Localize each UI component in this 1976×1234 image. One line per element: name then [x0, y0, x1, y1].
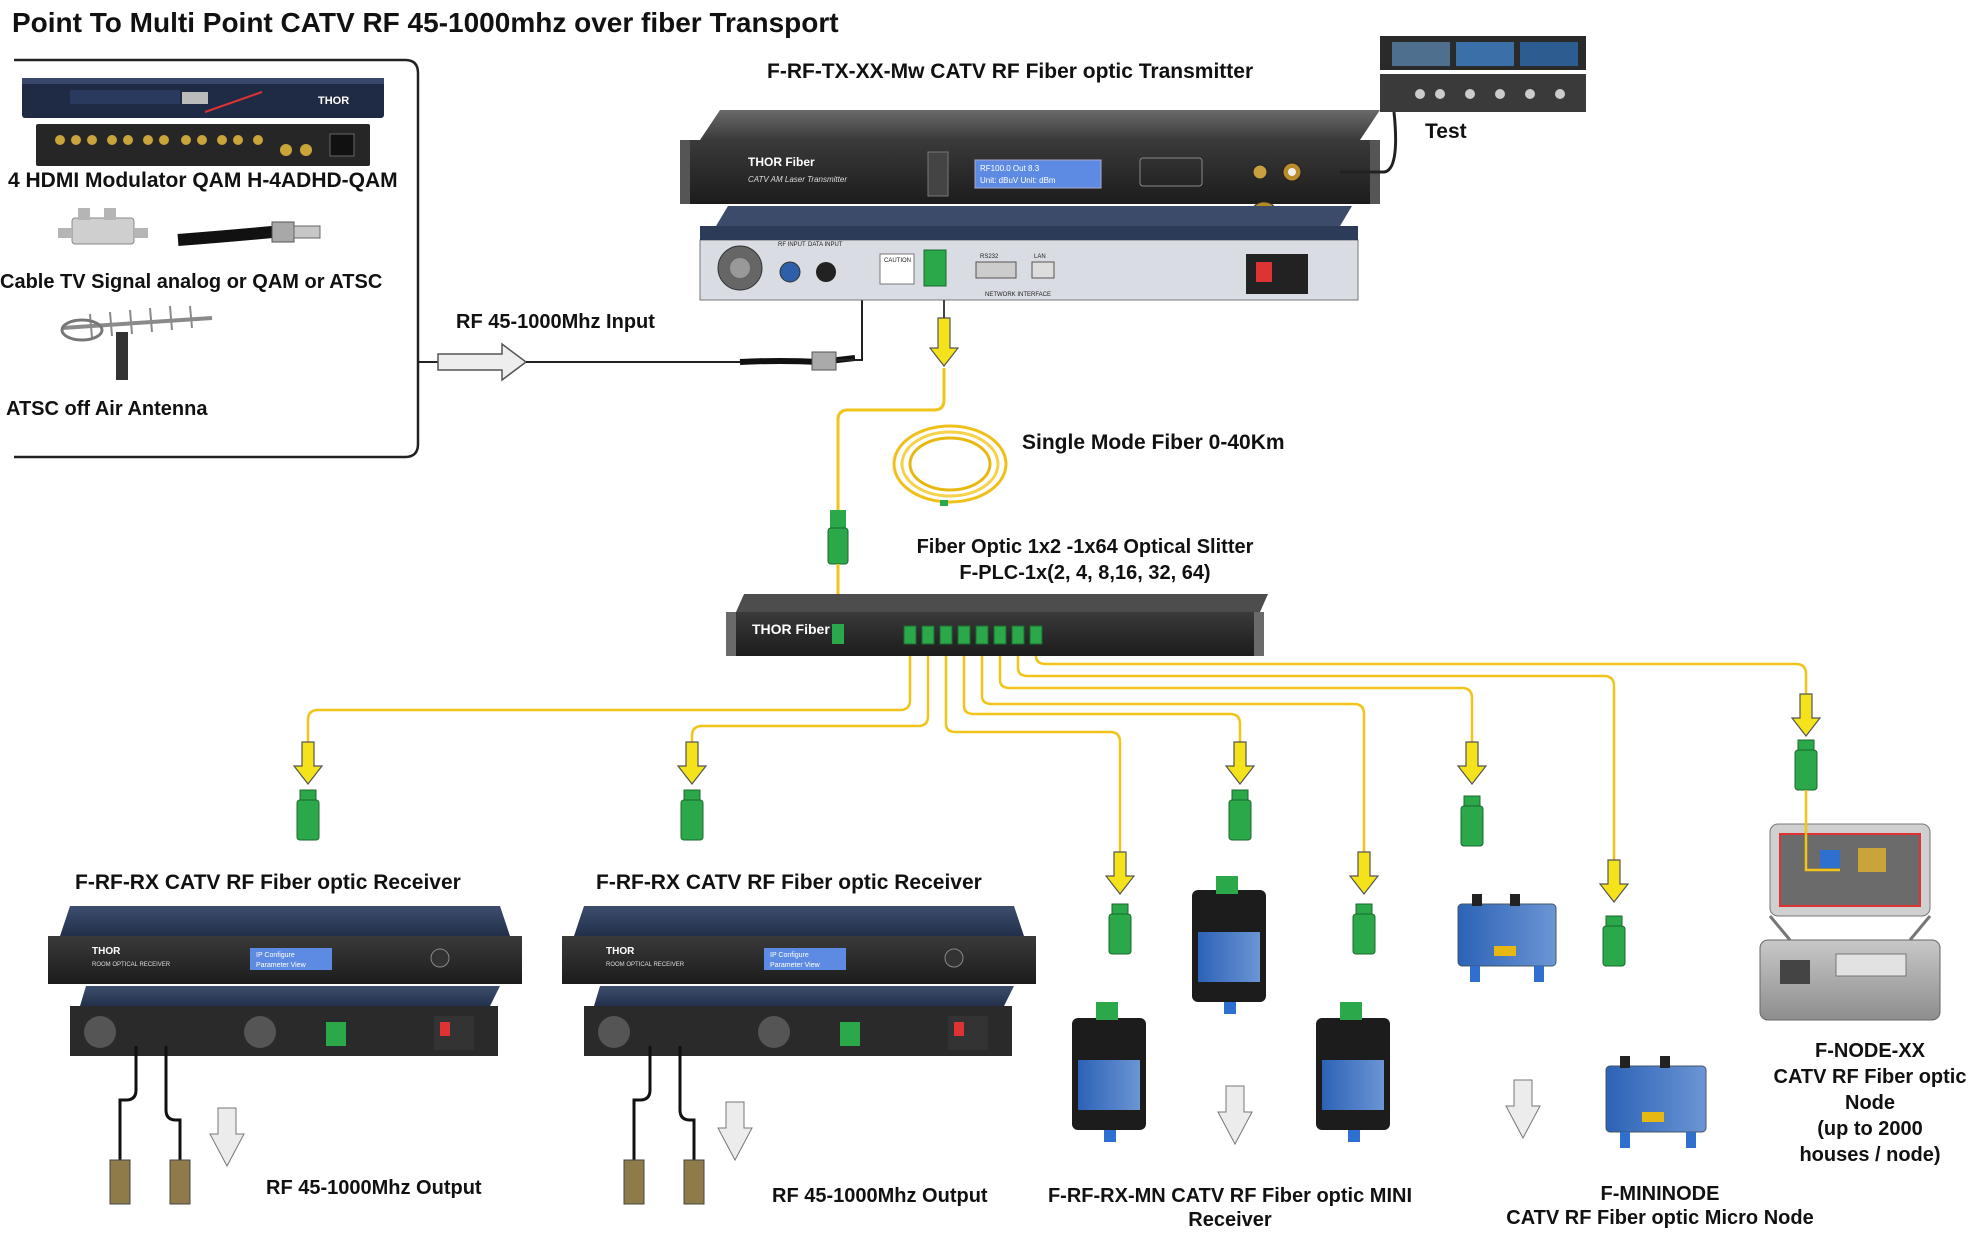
- transmitter-rear-panel: CAUTION RF INPUT DATA INPUT RS232 LAN NE…: [699, 206, 1359, 301]
- network-interface-label: NETWORK INTERFACE: [985, 292, 1051, 298]
- rf-input-label: RF 45-1000Mhz Input: [456, 311, 655, 333]
- mini-receiver-output-arrow: [1217, 1085, 1253, 1146]
- rack-receiver-2: THOR ROOM OPTICAL RECEIVER IP Configure …: [562, 906, 1036, 1205]
- svg-text:THOR: THOR: [318, 95, 349, 107]
- svg-text:THOR: THOR: [92, 946, 121, 957]
- splitter-label-2: F-PLC-1x(2, 4, 8,16, 32, 64): [959, 562, 1211, 584]
- transmitter-lcd-line-1: RF100.0 Out 8.3: [980, 164, 1040, 173]
- source-bracket: [14, 58, 458, 459]
- receiver-1-output-label: RF 45-1000Mhz Output: [266, 1177, 482, 1199]
- cable-tv-label: Cable TV Signal analog or QAM or ATSC: [0, 271, 383, 293]
- splitter-device: THOR Fiber: [726, 594, 1268, 656]
- receiver-1-front-text: ROOM OPTICAL RECEIVER: [92, 962, 171, 968]
- test-label: Test: [1425, 120, 1467, 143]
- node-label-line: F-NODE-XX: [1815, 1040, 1925, 1062]
- receiver-2-lcd-2: Parameter View: [770, 962, 821, 969]
- receiver-1-lcd-2: Parameter View: [256, 962, 307, 969]
- receiver-2-output-label: RF 45-1000Mhz Output: [772, 1185, 988, 1207]
- atsc-antenna-device: [60, 305, 213, 380]
- transmitter-brand: THOR Fiber: [748, 155, 815, 169]
- rs232-port-label: RS232: [980, 254, 999, 260]
- mini-receiver-2: [1192, 876, 1266, 1014]
- data-input-port-label: DATA INPUT: [808, 242, 843, 248]
- transmitter-lcd-line-2: Unit: dBuV Unit: dBm: [980, 176, 1056, 185]
- sc-connectors: [296, 739, 1818, 967]
- receiver-2-front-text: ROOM OPTICAL RECEIVER: [606, 962, 685, 968]
- hdmi-modulator-device: THOR: [22, 78, 384, 166]
- antenna-label: ATSC off Air Antenna: [6, 398, 208, 420]
- svg-text:THOR: THOR: [606, 946, 635, 957]
- test-equipment-device: [1340, 36, 1586, 174]
- fiber-label: Single Mode Fiber 0-40Km: [1022, 431, 1285, 454]
- receiver-1-label: F-RF-RX CATV RF Fiber optic Receiver: [75, 871, 461, 894]
- rf-input-port-label: RF INPUT: [778, 242, 806, 248]
- transmitter-device: THOR Fiber CATV AM Laser Transmitter RF1…: [680, 110, 1380, 204]
- fiber-runs: [306, 655, 1808, 860]
- node-label-line: (up to 2000: [1817, 1118, 1923, 1140]
- mininode-label-2: CATV RF Fiber optic Micro Node: [1506, 1207, 1814, 1229]
- caution-label: CAUTION: [884, 258, 911, 264]
- splitter-label-1: Fiber Optic 1x2 -1x64 Optical Slitter: [916, 536, 1254, 558]
- mininode-1: [1457, 894, 1557, 982]
- transmitter-label: F-RF-TX-XX-Mw CATV RF Fiber optic Transm…: [767, 60, 1254, 83]
- mini-receiver-3: [1316, 1002, 1390, 1142]
- mininode-2: [1605, 1056, 1707, 1148]
- cable-tv-splitter-device: [58, 208, 321, 246]
- splitter-input-connector: [827, 510, 849, 600]
- mini-receiver-1: [1072, 1002, 1146, 1142]
- receiver-2-lcd-1: IP Configure: [770, 952, 809, 959]
- receiver-1-lcd-1: IP Configure: [256, 952, 295, 959]
- mininode-label-1: F-MININODE: [1600, 1183, 1720, 1205]
- rf-input-arrow: [437, 287, 863, 382]
- node-label-line: Node: [1845, 1092, 1895, 1114]
- page-title: Point To Multi Point CATV RF 45-1000mhz …: [12, 7, 839, 38]
- node-label: F-NODE-XX CATV RF Fiber optic Node (up t…: [1740, 1038, 1976, 1168]
- transmitter-subtitle: CATV AM Laser Transmitter: [748, 175, 847, 184]
- splitter-brand: THOR Fiber: [752, 621, 830, 637]
- transmitter-output-arrow: [836, 300, 960, 510]
- fiber-spool-icon: [892, 424, 1008, 506]
- node-label-line: houses / node): [1799, 1144, 1941, 1166]
- rack-receiver-1: THOR ROOM OPTICAL RECEIVER IP Configure …: [48, 906, 522, 1205]
- mini-receiver-label-1: F-RF-RX-MN CATV RF Fiber optic MINI: [1047, 1185, 1413, 1207]
- fiber-node-device: [1759, 790, 1941, 1021]
- node-label-line: CATV RF Fiber optic: [1773, 1066, 1967, 1088]
- fiber-down-arrows: [292, 693, 1822, 903]
- mininode-output-arrow: [1505, 1079, 1541, 1140]
- receiver-2-label: F-RF-RX CATV RF Fiber optic Receiver: [596, 871, 982, 894]
- lan-port-label: LAN: [1034, 254, 1046, 260]
- mini-receiver-label-2: Receiver: [1188, 1209, 1272, 1231]
- modulator-label: 4 HDMI Modulator QAM H-4ADHD-QAM: [8, 169, 398, 192]
